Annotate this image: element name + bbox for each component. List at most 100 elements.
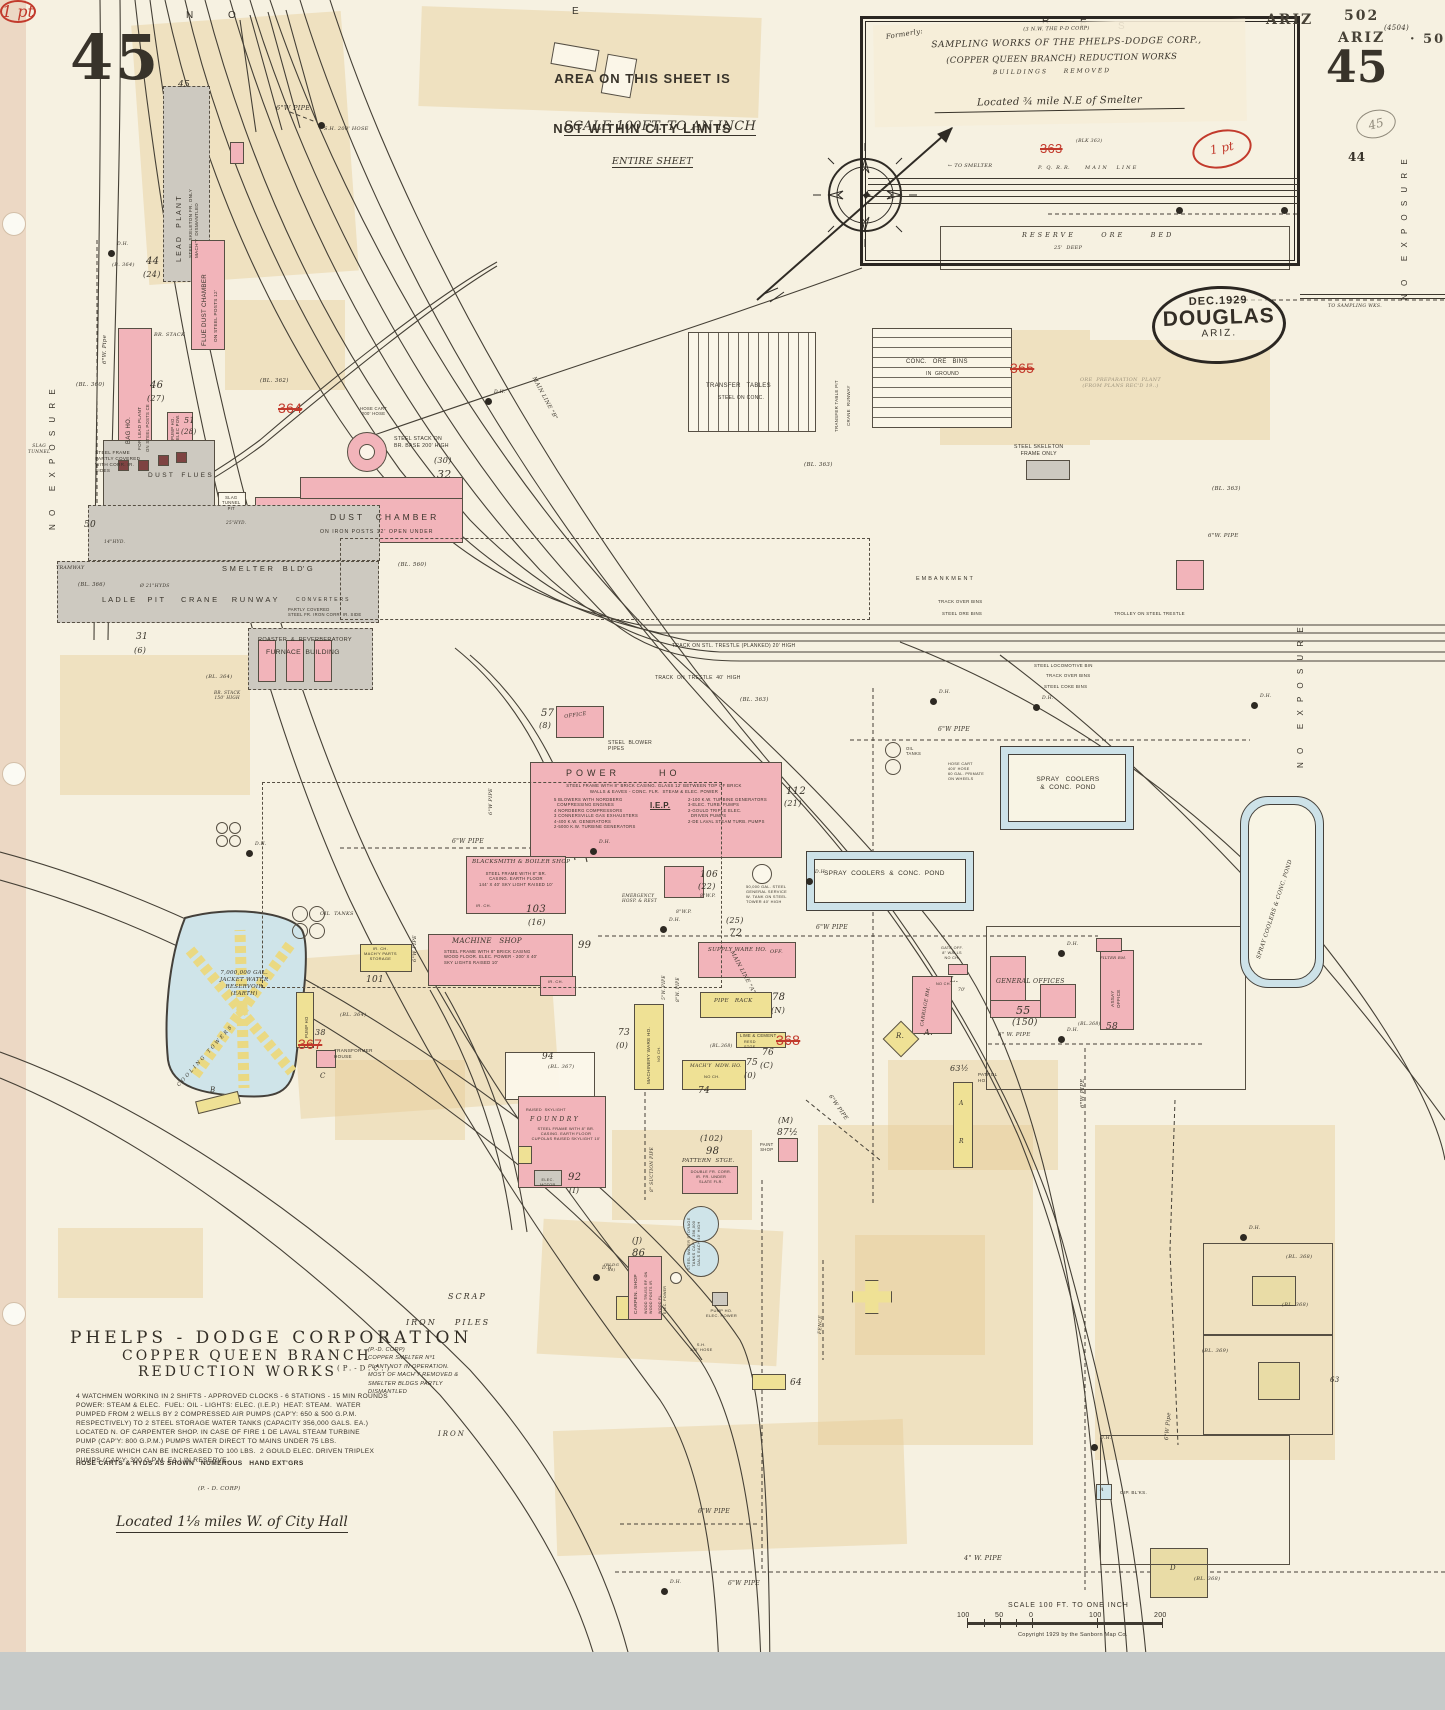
map-label: TO SAMPLING WKS. (1328, 304, 1382, 309)
map-label: 6"W PIPE (728, 1580, 760, 1587)
map-label: ROASTER & REVERBERATORY (258, 637, 352, 643)
reserve-ore-bed-label: RESERVE ORE BED (1022, 231, 1175, 239)
hydrant-dot (246, 850, 253, 857)
map-label: WOOD TRUSS RF. ON WOOD POSTS IR. (644, 1271, 653, 1314)
steel-skeleton-frame (1026, 460, 1070, 480)
ore-bins-label: CONC. ORE BINS (906, 359, 968, 365)
reservoir-label: 7,000,000 GAL. JACKET WATER RESERVOIR (E… (220, 970, 269, 998)
map-label: STEEL WATER STORAGE TANKS CAP'Y 356,000 … (686, 1217, 701, 1270)
hydrant-dot (485, 398, 492, 405)
map-label: 74 (698, 1086, 711, 1096)
dust-chamber (300, 477, 463, 499)
assay-office-label: ASSAY OFFICE (1110, 989, 1121, 1008)
map-label: STEEL ON CONC. (718, 395, 765, 401)
ariz-stamp-number: (4504) (1384, 24, 1410, 32)
spray-pond-label: SPRAY COOLERS & CONC. POND (824, 870, 945, 877)
map-label: 44 (1348, 150, 1366, 164)
map-label: LIME & CEMENT (740, 1033, 777, 1038)
oil-tank (229, 835, 241, 847)
map-label: 55 (1016, 1004, 1031, 1017)
copyright-note: Copyright 1929 by the Sanborn Map Co. (1018, 1632, 1128, 1638)
hydrant-label: D.H. (602, 1266, 614, 1271)
scale-bar-tick (1162, 1618, 1163, 1628)
map-label: (BL. 363) (804, 462, 833, 468)
hydrant-label: D.H. (815, 870, 827, 875)
machy-parts-storage (360, 944, 412, 972)
pattern-storage (682, 1166, 738, 1194)
scale-bar-title: SCALE 100 FT. TO ONE INCH (1008, 1602, 1129, 1609)
map-label: 4" W. PIPE (964, 1554, 1002, 1562)
water-tank-50k (752, 864, 772, 884)
map-label: IR. CH. (476, 903, 492, 908)
furnace-column (314, 640, 332, 682)
map-label: 57 (541, 708, 555, 719)
map-label: (N) (771, 1006, 786, 1015)
map-label: (BL. 560) (398, 562, 427, 568)
flue-column (118, 460, 129, 471)
map-label: ON IRON POSTS 12' OPEN UNDER (320, 529, 434, 535)
hydrant-dot (1176, 207, 1183, 214)
map-label: 6"W. PIPE (1208, 533, 1239, 539)
ariz-stamp-number: 502 (1344, 8, 1380, 24)
map-label: STEEL STACK ON BR. BASE 200' HIGH (394, 436, 449, 449)
map-label: 76 (762, 1048, 775, 1058)
map-label: (BL. 368) (1282, 1302, 1309, 1308)
map-label: (BL. 368) (1286, 1254, 1313, 1260)
map-label: BAG HO. (126, 416, 132, 444)
map-label: E (572, 6, 579, 17)
map-label: PUMP HO. ELEC POW. (170, 414, 181, 440)
map-label: R (959, 1138, 964, 1145)
transfer-tables (688, 332, 816, 432)
rr-line (1300, 294, 1445, 295)
map-label: (24) (143, 270, 161, 279)
hydrant-label: D.H. (1260, 694, 1272, 699)
pd-title-1: PHELPS - DODGE CORPORATION (70, 1328, 473, 1348)
map-label: 368 (776, 1032, 801, 1048)
map-label: 112 (786, 786, 806, 797)
oil-tank (885, 742, 901, 758)
scale-bar-tick (1016, 1619, 1017, 1627)
hydrant-dot (1240, 1234, 1247, 1241)
map-label: IR. CH. (548, 979, 564, 984)
ladle-pit-crane-runway (57, 561, 379, 623)
map-label: NO CH. (656, 1046, 661, 1062)
carpenter-annex (616, 1296, 629, 1320)
brick-stack-inner (359, 444, 375, 460)
map-label: (25) (726, 916, 744, 925)
stamp-city: DOUGLAS (1162, 304, 1276, 331)
foundry-annex (534, 1170, 562, 1186)
map-label: (BL. 364) (206, 674, 233, 680)
map-label: FURNACE BUILDING (266, 649, 340, 656)
map-label: STEEL LOCOMOTIVE BIN (1034, 663, 1093, 668)
map-label: 8"W. PIPE (676, 977, 681, 1002)
map-label: ORE PREPARATION PLANT (FROM PLANS REC'D … (1080, 377, 1161, 390)
map-label: (0) (744, 1071, 757, 1080)
flue-dust-chamber-label: FLUE DUST CHAMBER (201, 273, 208, 346)
map-label: FENCE (818, 1315, 824, 1335)
hydrant-label: D.H. (599, 840, 611, 845)
map-label: 51 (184, 416, 195, 425)
assay-office-annex (1096, 938, 1122, 952)
assay-office (1100, 950, 1134, 1030)
map-label: (BL.368) (1078, 1022, 1101, 1027)
sheet-number: 45 (70, 21, 161, 94)
ladle-pit-label: L A D L E P I T C R A N E R U N W A Y (102, 595, 278, 604)
hydrant-dot (593, 1274, 600, 1281)
map-label: 87½ (777, 1128, 799, 1138)
map-label: GIP. BL'KS. (1120, 1490, 1148, 1495)
map-label: PARTLY COVERED STEEL FR. IRON CORR. IR. … (288, 607, 362, 618)
map-label: TRACK OVER BINS (938, 599, 983, 604)
map-label: ON STEEL POSTS 12' (213, 289, 218, 342)
map-label: ELEC. MOTOR (540, 1178, 556, 1187)
general-offices-label: GENERAL OFFICES (996, 978, 1065, 985)
scale-bar-tick (1097, 1618, 1098, 1628)
map-label: RESD STGE (744, 1040, 756, 1049)
map-label: N (186, 10, 194, 21)
map-label: TRAMWAY (56, 566, 85, 571)
hydrant-label: D.H. (255, 842, 267, 847)
hydrant-dot (930, 698, 937, 705)
scale-tick-label: 0 (1029, 1612, 1034, 1619)
power-house-label: POWER HO (566, 768, 681, 778)
map-label: 72 (729, 928, 743, 939)
map-label: 6" W. PIPE (998, 1032, 1031, 1038)
